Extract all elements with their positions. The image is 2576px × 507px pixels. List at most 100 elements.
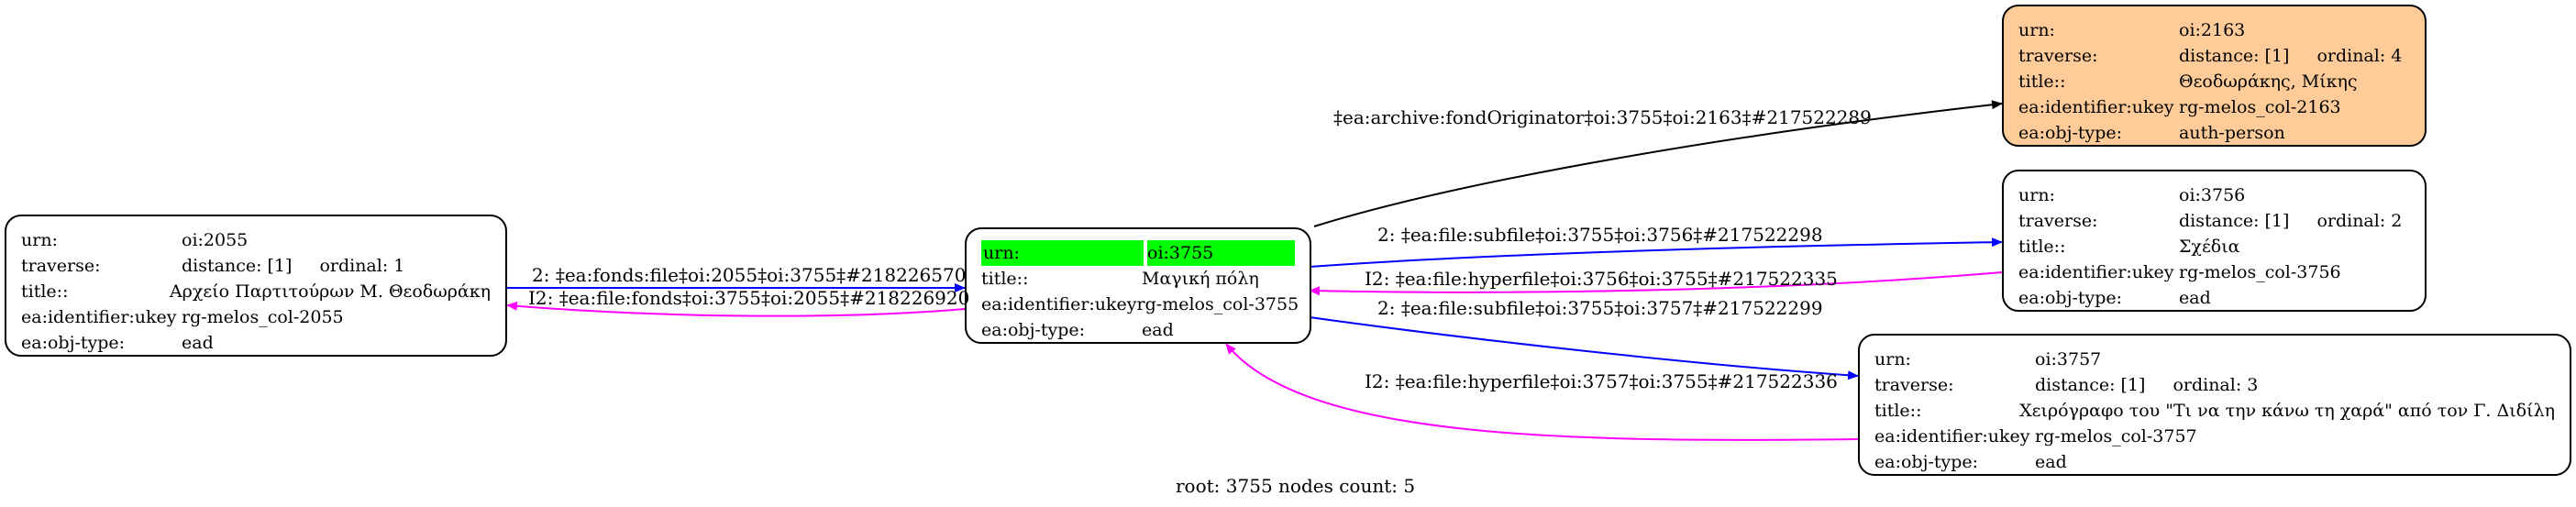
row-title: title::Μαγική πόλη [981,266,1295,292]
row-key: title:: [2018,72,2066,92]
row-key: ea:identifier:ukey [21,307,177,327]
edge-subfile-3755-3756 [1309,237,2003,268]
row-key: title:: [2018,237,2066,257]
row-key: ea:identifier:ukey [2018,262,2174,282]
row-value: oi:2163 [2179,20,2246,40]
row-value: oi:3755 [1147,240,1295,266]
edge-label-file-fonds: I2: ‡ea:file:fonds‡oi:3755‡oi:2055‡#2182… [528,287,970,309]
ordinal-value: ordinal: 3 [2172,375,2259,395]
row-key: title:: [1874,401,1922,421]
row-key: ea:obj-type: [1874,452,1979,472]
row-key: traverse: [21,256,101,276]
row-key: ea:identifier:ukey [2018,97,2174,117]
distance-value: distance: [1] [2179,46,2290,66]
row-traverse: traverse: distance: [1] ordinal: 3 [1874,372,2555,398]
row-key: urn: [1874,349,1911,369]
edge-label-hyperfile-3757: I2: ‡ea:file:hyperfile‡oi:3757‡oi:3755‡#… [1365,370,1838,392]
row-obj-type: ea:obj-type: ead [21,330,491,356]
edge-fond-originator-3755-2163 [1313,100,2003,227]
row-key: ea:obj-type: [981,320,1086,340]
row-key: traverse: [1874,375,1954,395]
row-value: rg-melos_col-3755 [1136,294,1299,314]
row-value: distance: [1] ordinal: 4 [2179,43,2410,69]
row-obj-type: ea:obj-type: ead [981,317,1295,343]
row-urn: urn: oi:3757 [1874,347,2555,372]
ordinal-value: ordinal: 1 [319,256,405,276]
distance-value: distance: [1] [2179,211,2290,231]
row-value: rg-melos_col-3756 [2179,262,2341,282]
node-3755-root[interactable]: urn:oi:3755 title::Μαγική πόλη ea:identi… [965,227,1311,344]
row-key: ea:identifier:ukey [981,294,1137,314]
row-title: title::Θεοδωράκης, Μίκης [2018,69,2410,94]
row-value: Αρχείο Παρτιτούρων Μ. Θεοδωράκη [169,281,491,302]
row-title: title::Αρχείο Παρτιτούρων Μ. Θεοδωράκη [21,279,491,304]
row-urn: urn: oi:3756 [2018,182,2410,208]
edge-label-subfile-3757: 2: ‡ea:file:subfile‡oi:3755‡oi:3757‡#217… [1377,297,1823,319]
ordinal-value: ordinal: 2 [2316,211,2403,231]
row-urn: urn: oi:2163 [2018,17,2410,43]
row-value: oi:2055 [182,230,249,250]
row-value: ead [182,333,214,353]
row-value: rg-melos_col-3757 [2035,426,2197,446]
row-value: auth-person [2179,123,2285,143]
row-urn-selected: urn:oi:3755 [981,240,1295,266]
row-title: title::Σχέδια [2018,234,2410,259]
row-value: distance: [1] ordinal: 3 [2035,372,2555,398]
row-value: Μαγική πόλη [1142,269,1259,289]
edge-hyperfile-3757-3755 [1225,343,1859,441]
row-value: oi:3756 [2179,185,2246,205]
edge-file-fonds-3755-2055 [506,301,966,317]
edge-subfile-3755-3757 [1309,316,1859,380]
row-urn: urn: oi:2055 [21,227,491,253]
edge-label-hyperfile-3756: I2: ‡ea:file:hyperfile‡oi:3756‡oi:3755‡#… [1365,268,1838,290]
row-obj-type: ea:obj-type: ead [2018,285,2410,311]
row-value: ead [2179,288,2211,308]
row-key: title:: [981,269,1029,289]
row-key: ea:obj-type: [2018,123,2123,143]
row-value: Σχέδια [2179,237,2240,257]
row-key: traverse: [2018,46,2098,66]
row-value: oi:3757 [2035,349,2102,369]
row-key: urn: [21,230,58,250]
row-value: rg-melos_col-2163 [2179,97,2341,117]
row-value: rg-melos_col-2055 [182,307,344,327]
node-2163[interactable]: urn: oi:2163 traverse: distance: [1] ordina… [2002,5,2427,147]
edge-label-fond-originator: ‡ea:archive:fondOriginator‡oi:3755‡oi:21… [1333,106,1872,128]
row-value: ead [1142,320,1174,340]
row-value: Θεοδωράκης, Μίκης [2179,72,2358,92]
row-key: title:: [21,281,69,302]
row-obj-type: ea:obj-type: auth-person [2018,120,2410,146]
row-value: ead [2035,452,2067,472]
ordinal-value: ordinal: 4 [2316,46,2403,66]
row-value: Χειρόγραφο του "Τι να την κάνω τη χαρά" … [2019,401,2555,421]
row-traverse: traverse: distance: [1] ordinal: 1 [21,253,491,279]
row-value: distance: [1] ordinal: 2 [2179,208,2410,234]
row-key: urn: [2018,185,2055,205]
node-2055[interactable]: urn: oi:2055 traverse: distance: [1] ordina… [5,215,507,357]
row-key: urn: [2018,20,2055,40]
graph-footer-summary: root: 3755 nodes count: 5 [1176,475,1416,497]
row-key: ea:identifier:ukey [1874,426,2030,446]
edge-label-subfile-3756: 2: ‡ea:file:subfile‡oi:3755‡oi:3756‡#217… [1377,224,1823,246]
row-key: ea:obj-type: [2018,288,2123,308]
row-key: traverse: [2018,211,2098,231]
row-traverse: traverse: distance: [1] ordinal: 2 [2018,208,2410,234]
row-title: title::Χειρόγραφο του "Τι να την κάνω τη… [1874,398,2555,424]
edge-label-fonds-file: 2: ‡ea:fonds:file‡oi:2055‡oi:3755‡#21822… [532,264,967,286]
row-obj-type: ea:obj-type: ead [1874,449,2555,475]
row-traverse: traverse: distance: [1] ordinal: 4 [2018,43,2410,69]
row-key: ea:obj-type: [21,333,126,353]
node-3757[interactable]: urn: oi:3757 traverse: distance: [1] ordina… [1858,334,2571,476]
edge-hyperfile-3756-3755 [1309,271,2003,296]
distance-value: distance: [1] [2035,375,2146,395]
row-key: urn: [981,240,1144,266]
row-value: distance: [1] ordinal: 1 [182,253,491,279]
node-3756[interactable]: urn: oi:3756 traverse: distance: [1] ordina… [2002,170,2427,312]
distance-value: distance: [1] [182,256,293,276]
